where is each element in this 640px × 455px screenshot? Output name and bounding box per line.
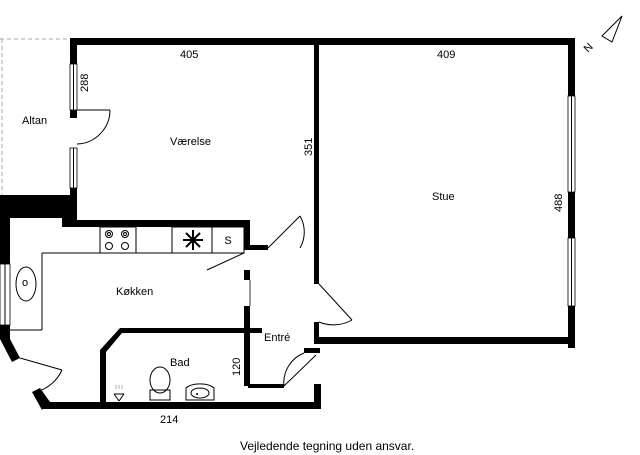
- s-symbol: S: [224, 235, 231, 247]
- bathroom-sink: [185, 383, 215, 401]
- compass-north-label: N: [582, 41, 596, 55]
- stove: [105, 230, 129, 250]
- walls: [0, 38, 575, 410]
- north-arrow-icon: N: [582, 15, 623, 55]
- room-label-living: Stue: [432, 191, 455, 203]
- dim-bath-width: 214: [160, 414, 178, 426]
- shower-icon: [113, 385, 125, 402]
- toilet: [149, 366, 171, 401]
- room-label-bedroom: Værelse: [170, 136, 211, 148]
- kitchen-counter: [10, 226, 245, 331]
- dim-bath-depth: 120: [231, 358, 243, 376]
- windows: [0, 63, 576, 326]
- dim-bedroom-window: 288: [79, 74, 91, 92]
- disclaimer-caption: Vejledende tegning uden ansvar.: [240, 439, 414, 453]
- doors: [19, 109, 353, 393]
- extractor-fan-icon: [183, 230, 203, 250]
- dim-living-depth: 488: [553, 194, 565, 212]
- kitchen-sink: o: [15, 266, 37, 302]
- room-label-balcony: Altan: [22, 115, 47, 127]
- room-label-entrance: Entré: [264, 332, 290, 344]
- dim-living-width: 409: [437, 49, 455, 61]
- dim-bedroom-width: 405: [180, 49, 198, 61]
- room-label-bathroom: Bad: [170, 357, 190, 369]
- balcony-outline: [0, 38, 70, 195]
- dim-bedroom-depth: 351: [303, 138, 315, 156]
- room-label-kitchen: Køkken: [116, 286, 153, 298]
- sink-symbol: o: [22, 277, 28, 289]
